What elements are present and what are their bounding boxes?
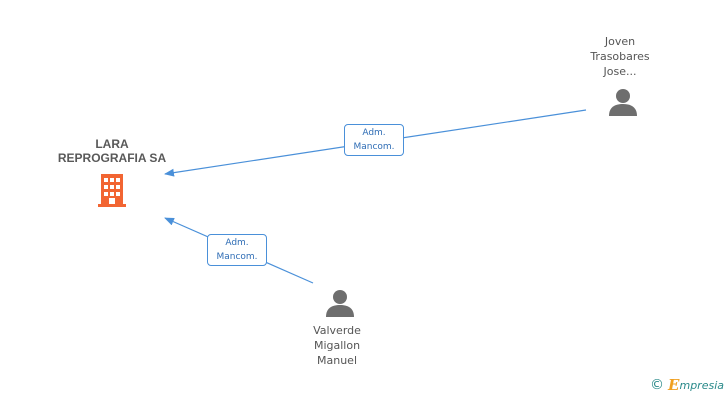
company-name-line: REPROGRAFIA SA [57,151,167,165]
brand-initial: E [668,376,680,394]
person-name-line: Joven [604,35,636,48]
brand-name: mpresia [679,378,724,392]
person-name-line: Trasobares [590,50,650,63]
person-name-joven[interactable]: Joven Trasobares Jose... [560,34,680,79]
person-icon[interactable] [609,89,637,116]
relation-label-valverde[interactable]: Adm. Mancom. [207,234,267,266]
empresia-brand[interactable]: © E mpresia [650,376,724,394]
relation-label-joven[interactable]: Adm. Mancom. [344,124,404,156]
company-name[interactable]: LARA REPROGRAFIA SA [44,137,180,165]
relation-label-line: Mancom. [216,252,258,262]
relation-label-line: Adm. [225,238,249,248]
person-name-valverde[interactable]: Valverde Migallon Manuel [277,323,397,368]
person-icon[interactable] [326,290,354,317]
relation-label-line: Adm. [362,128,386,138]
copyright-icon: © [650,377,665,393]
person-name-line: Jose... [603,65,637,78]
person-name-line: Valverde [313,324,361,337]
company-name-line: LARA [95,137,129,151]
relation-label-line: Mancom. [353,142,395,152]
person-name-line: Migallon [313,339,361,352]
building-icon[interactable] [98,174,126,207]
person-name-line: Manuel [317,354,357,367]
